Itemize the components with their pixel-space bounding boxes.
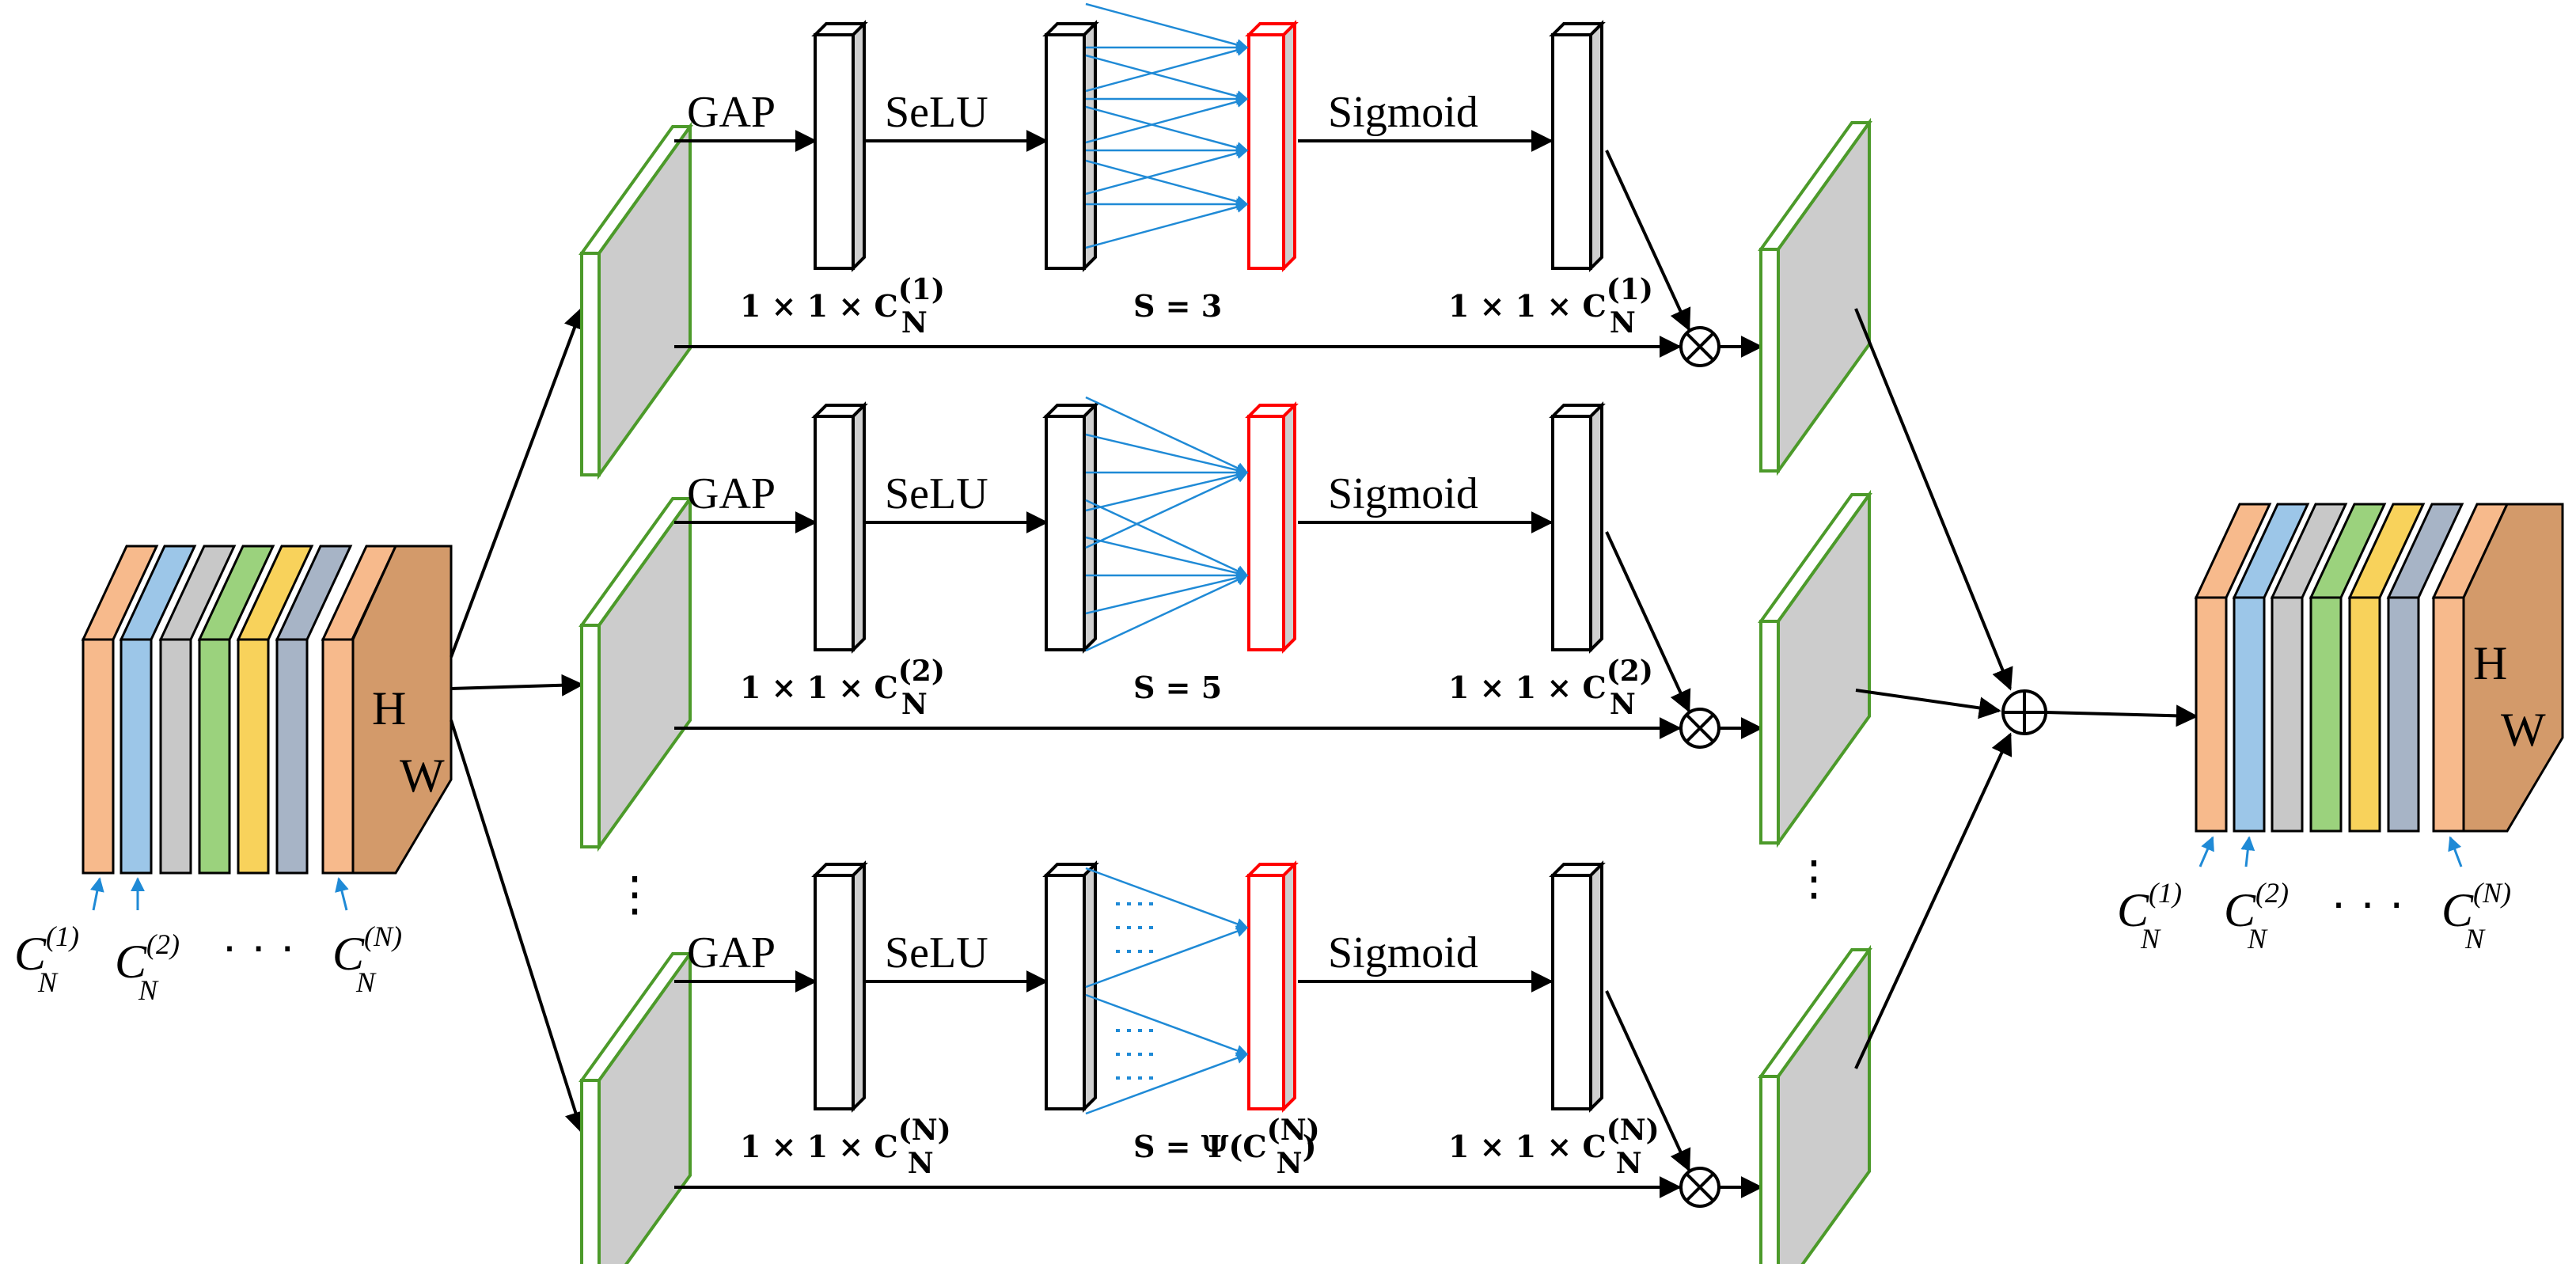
input-feature-block: H W [81,545,453,875]
branch-1-conv-lines [1085,2,1249,249]
branch-2-gap-vector [811,401,868,654]
branch-3-conv-vector [1245,860,1299,1113]
branch-2-sigmoid-label: Sigmoid [1328,469,1478,518]
branch-3-gap-vector [811,860,868,1113]
input-cn-label: C(N)N [332,920,402,998]
branch-3-selu-vector [1042,860,1099,1113]
branch-3-sigmoid-label: Sigmoid [1328,928,1478,977]
output-feature-block: H W [2194,503,2564,833]
input-c2-label: C(2)N [115,928,180,1006]
branch-2-selu-vector [1042,401,1099,654]
branch-2-conv-vector [1245,401,1299,654]
branch-vertical-dots-right: ⋮ [1790,852,1838,905]
branch-1-input-feature-map [579,121,693,480]
branch-1-sigmoid-vector [1549,20,1606,272]
branch-1-multiply-operator [1679,326,1720,367]
branch-2-sigmoid-vector [1549,401,1606,654]
aggregate-arrows [1854,308,2199,1069]
branch-1-selu-label: SeLU [885,88,988,137]
input-channel-labels: C(1)N C(2)N · · · C(N)N [14,919,402,1006]
output-width-label: W [2501,704,2546,756]
output-cn-label: C(N)N [2441,877,2511,955]
branch-1-kernel-size-label: S = 3 [1133,288,1222,324]
branch-1-selu-vector [1042,20,1099,272]
branch-1-sigmoid-label: Sigmoid [1328,88,1478,137]
branch-3-conv-lines [1085,867,1249,1115]
branch-3-kernel-size-label: S = Ψ(C(N)N) [1133,1114,1320,1180]
input-dots: · · · [222,919,295,972]
branches: GAP SeLU Sigmoid 1 × 1 × C(1)N S = 3 1 × 1 × … [579,2,1872,1264]
output-c1-label: C(1)N [2117,877,2182,955]
branch-2-multiply-operator [1679,708,1720,749]
branch-2-input-feature-map [579,493,693,852]
branch-3: GAP SeLU Sigmoid 1 × 1 × C(N)N S = Ψ(C(N)N) 1… [579,860,1872,1264]
input-channel-pointers [89,877,349,911]
output-c2-label: C(2)N [2224,877,2289,955]
add-operator [2001,689,2047,735]
branch-1-gap-label: GAP [687,88,776,137]
branch-2-output-dim-label: 1 × 1 × C(2)N [1448,655,1653,721]
branch-1-conv-vector [1245,20,1299,272]
branch-3-selu-label: SeLU [885,928,988,977]
branch-2: GAP SeLU Sigmoid 1 × 1 × C(2)N S = 5 1 × 1 × … [579,396,1872,852]
output-channel-pointers [2199,836,2463,867]
branch-2-kernel-size-label: S = 5 [1133,670,1222,705]
branch-1-output-dim-label: 1 × 1 × C(1)N [1448,273,1653,340]
branch-2-gap-label: GAP [687,469,776,518]
input-width-label: W [400,750,445,802]
branch-1-gap-vector [811,20,868,272]
branch-2-selu-label: SeLU [885,469,988,518]
branch-1-output-feature-map [1758,117,1872,476]
branch-3-scale-arrow [1605,990,1691,1172]
branch-3-multiply-operator [1679,1167,1720,1208]
branch-3-output-dim-label: 1 × 1 × C(N)N [1448,1114,1660,1180]
branch-2-conv-lines [1085,396,1249,652]
output-channel-labels: C(1)N C(2)N · · · C(N)N [2117,875,2511,955]
branch-1: GAP SeLU Sigmoid 1 × 1 × C(1)N S = 3 1 × 1 × … [579,2,1872,480]
output-dots: · · · [2331,875,2404,928]
branch-vertical-dots-left: ⋮ [611,867,658,920]
branch-1-input-dim-label: 1 × 1 × C(1)N [740,273,945,340]
branch-3-input-feature-map [579,948,693,1264]
input-height-label: H [372,682,406,734]
branch-1-scale-arrow [1605,150,1691,332]
input-split-arrows [450,306,586,1134]
input-c1-label: C(1)N [14,920,79,998]
output-height-label: H [2473,637,2507,689]
branch-3-sigmoid-vector [1549,860,1606,1113]
branch-2-scale-arrow [1605,531,1691,713]
branch-3-gap-label: GAP [687,928,776,977]
branch-3-output-feature-map [1758,944,1872,1264]
branch-2-output-feature-map [1758,489,1872,848]
branch-3-input-dim-label: 1 × 1 × C(N)N [740,1114,951,1180]
branch-2-input-dim-label: 1 × 1 × C(2)N [740,655,945,721]
